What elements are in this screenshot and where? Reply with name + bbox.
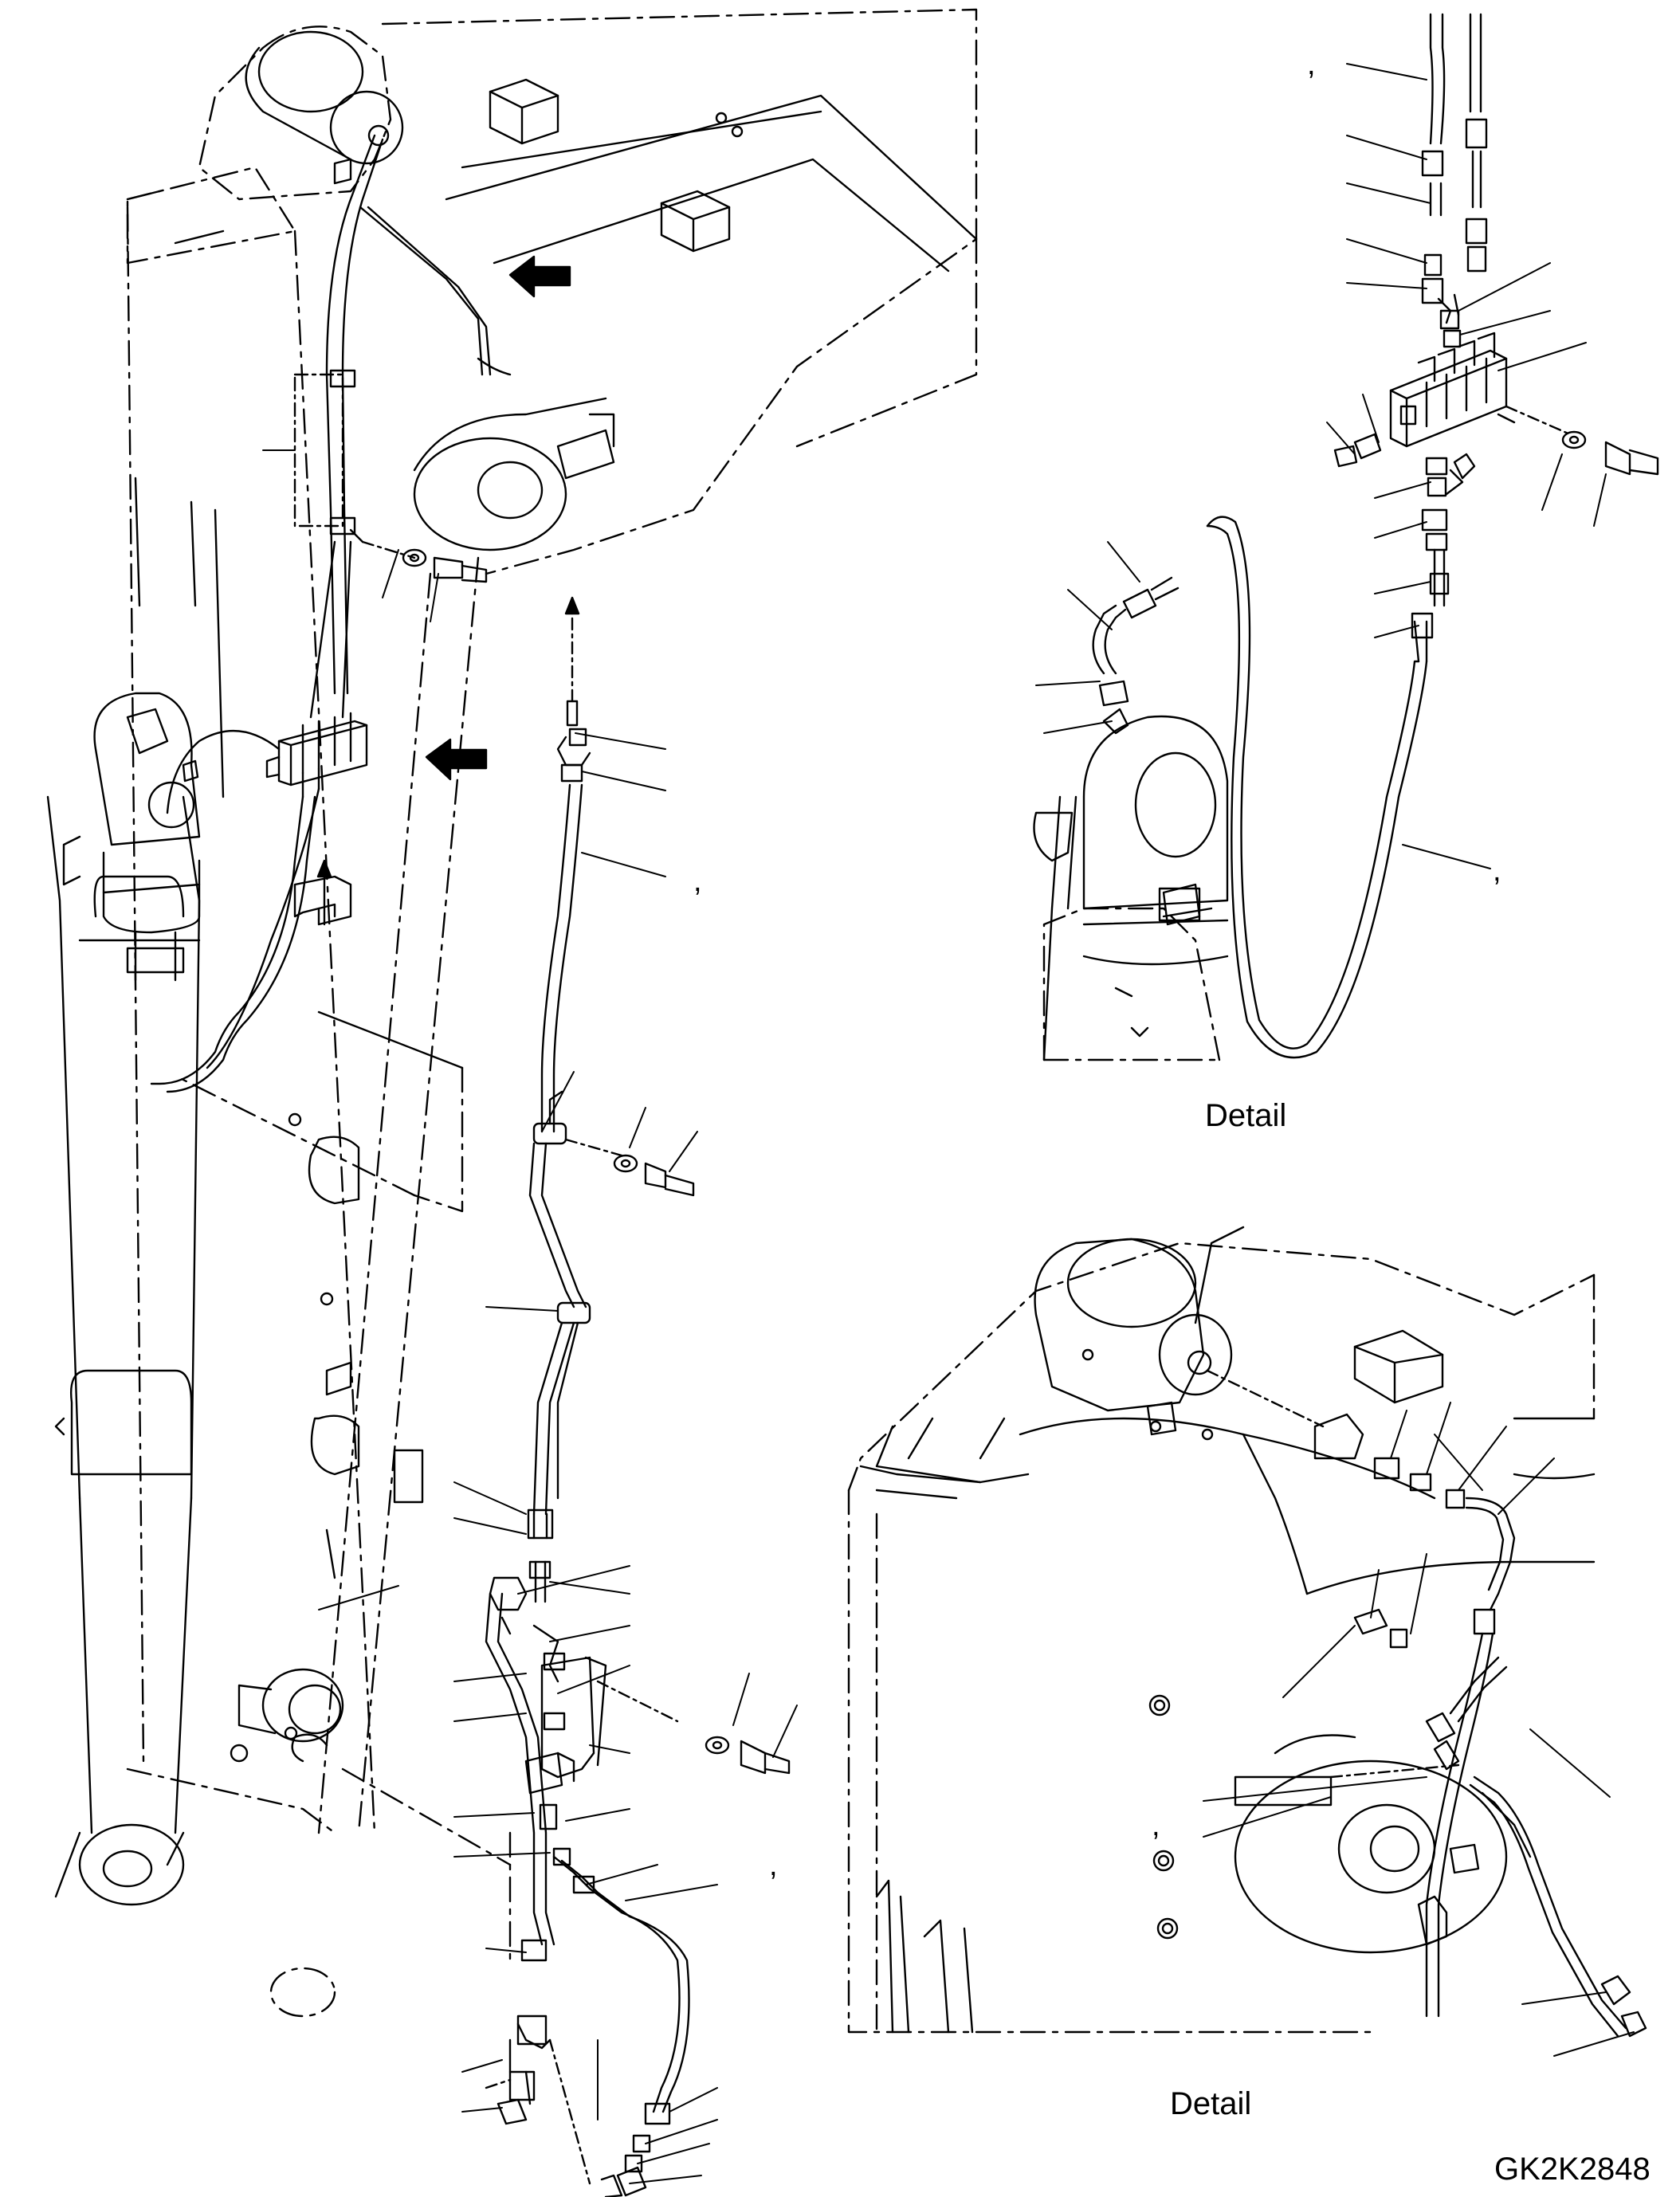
drawing-code: GK2K2848 [1494, 2152, 1651, 2187]
upper-detail [1033, 13, 1659, 1061]
leader-lines [262, 63, 1635, 2184]
detail-label-lower: Detail [1170, 2086, 1252, 2121]
lower-detail [847, 1226, 1647, 2038]
lube-hose-arm [150, 134, 512, 1093]
boom-arm-assembly [46, 8, 978, 2018]
comma-mark: , [1307, 48, 1316, 81]
arrow-left-icon [425, 738, 488, 781]
center-hose-run [485, 596, 791, 2197]
arrow-left-icon [508, 255, 571, 298]
comma-mark: , [1493, 854, 1501, 888]
comma-mark: , [769, 1849, 778, 1882]
detail-label-upper: Detail [1205, 1098, 1287, 1133]
comma-mark: , [693, 865, 702, 898]
lube-distributor-main [265, 712, 368, 926]
comma-mark: , [1152, 1809, 1160, 1842]
bolt-washer-upper [361, 540, 488, 583]
lube-hose-cylinder [166, 729, 320, 1069]
